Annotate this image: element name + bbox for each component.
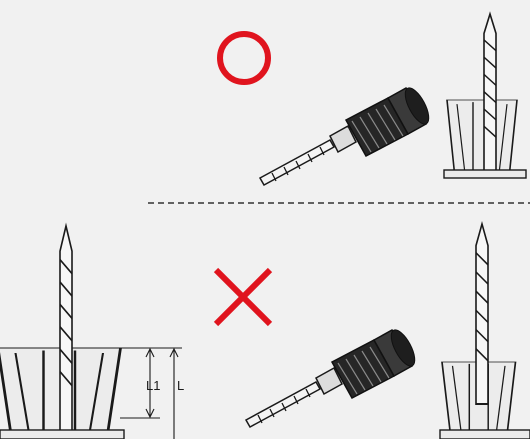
chuck-correct [259,83,435,186]
dimension-lines: L1 L [78,347,184,439]
collet-with-bit-dimensioned [0,224,125,439]
correct-mark [217,31,271,85]
chuck-incorrect [245,325,421,428]
incorrect-mark [213,267,273,327]
circle-mark-icon [217,31,271,85]
cross-mark-icon [213,267,273,327]
dimension-label-l: L [177,378,184,393]
collet-with-bit-incorrect [439,223,530,439]
collet-with-bit-correct [443,13,527,179]
dimension-label-l1: L1 [146,378,160,393]
